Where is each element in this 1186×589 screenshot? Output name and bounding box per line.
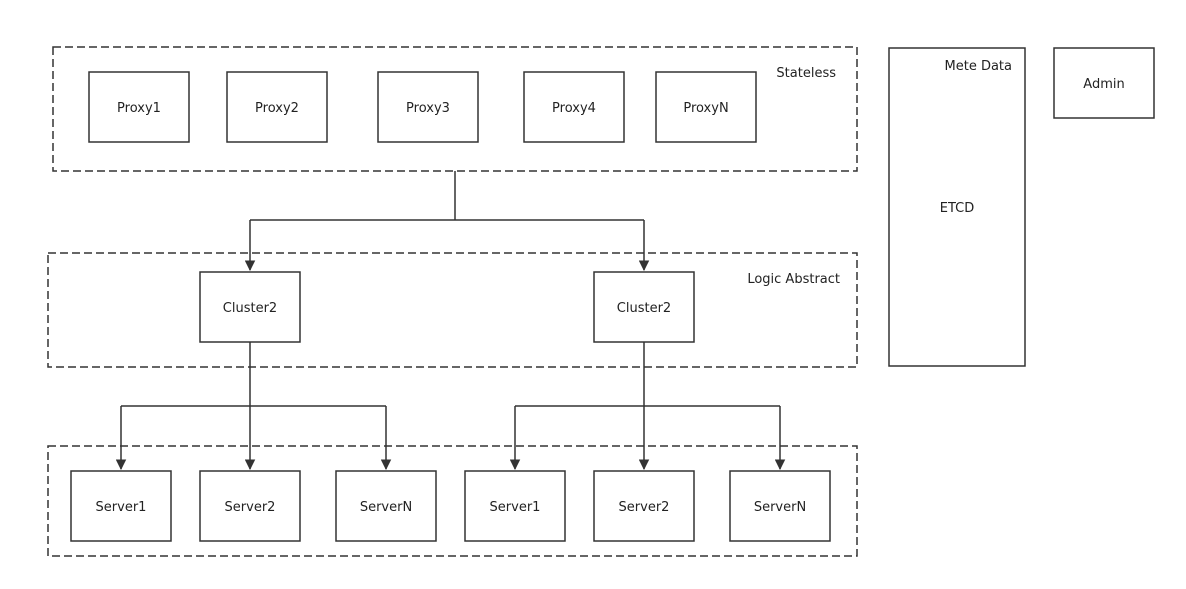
server-node-6: ServerN (729, 470, 831, 542)
etcd-label: ETCD (940, 201, 974, 216)
server-node-2: Server2 (199, 470, 301, 542)
proxy-label: Proxy3 (406, 101, 450, 116)
admin-box: Admin (1053, 47, 1155, 119)
cluster-node-1: Cluster2 (199, 271, 301, 343)
stateless-group (52, 46, 858, 172)
proxy-label: Proxy1 (117, 101, 161, 116)
admin-label: Admin (1083, 77, 1124, 92)
proxy-node-2: Proxy2 (226, 71, 328, 143)
server-label: Server2 (225, 500, 276, 515)
server-label: Server1 (490, 500, 541, 515)
server-node-1: Server1 (70, 470, 172, 542)
server-label: ServerN (754, 500, 806, 515)
proxy-node-3: Proxy3 (377, 71, 479, 143)
proxy-label: Proxy4 (552, 101, 596, 116)
proxy-node-n: ProxyN (655, 71, 757, 143)
server-node-3: ServerN (335, 470, 437, 542)
logic-abstract-group (47, 252, 858, 368)
metadata-title: Mete Data (945, 59, 1012, 74)
logic-abstract-label: Logic Abstract (747, 272, 840, 287)
proxy-label: Proxy2 (255, 101, 299, 116)
server-label: ServerN (360, 500, 412, 515)
cluster-to-server-connectors (115, 342, 786, 471)
proxy-node-1: Proxy1 (88, 71, 190, 143)
server-node-5: Server2 (593, 470, 695, 542)
proxy-node-4: Proxy4 (523, 71, 625, 143)
stateless-to-cluster-connectors (244, 171, 650, 272)
cluster-label: Cluster2 (617, 301, 671, 316)
server-label: Server1 (96, 500, 147, 515)
proxy-label: ProxyN (683, 101, 728, 116)
metadata-box: Mete Data ETCD (888, 47, 1026, 367)
server-label: Server2 (619, 500, 670, 515)
stateless-label: Stateless (776, 66, 836, 81)
cluster-label: Cluster2 (223, 301, 277, 316)
servers-group (47, 445, 858, 557)
cluster-node-2: Cluster2 (593, 271, 695, 343)
server-node-4: Server1 (464, 470, 566, 542)
